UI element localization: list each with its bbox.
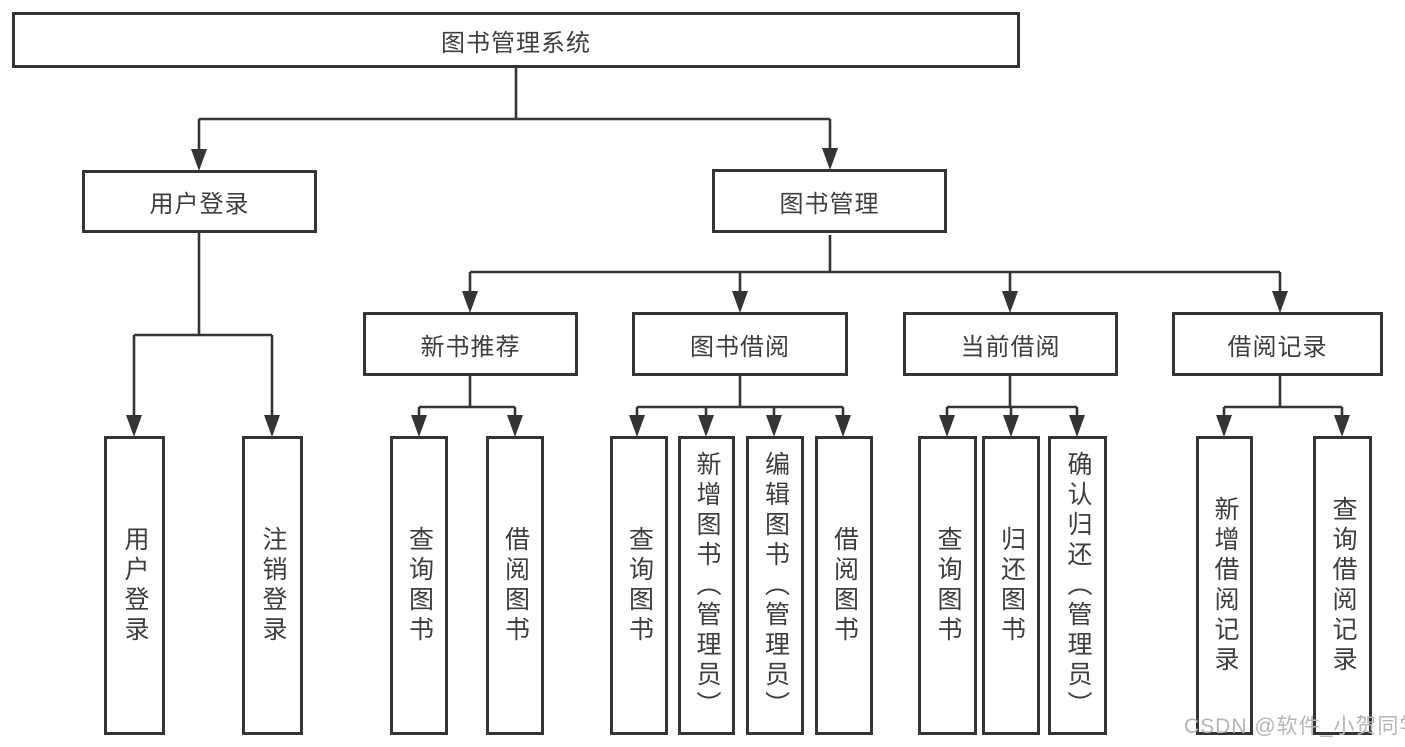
node-current-borrowing: 当前借阅 (903, 312, 1118, 376)
node-label: 当前借阅 (960, 333, 1061, 361)
leaf-add-borrow-record: 新增借阅记录 (1196, 436, 1253, 735)
node-label: 图书借阅 (690, 333, 790, 361)
node-label: 借阅图书 (830, 525, 859, 646)
leaf-return-books: 归还图书 (982, 436, 1040, 735)
node-label: 借阅图书 (501, 525, 530, 646)
leaf-add-books-admin: 新增图书（管理员） (678, 436, 735, 735)
leaf-user-login: 用户登录 (104, 436, 165, 735)
leaf-edit-books-admin: 编辑图书（管理员） (746, 436, 804, 735)
node-library-management-system: 图书管理系统 (12, 12, 1020, 68)
leaf-borrow-books-recommend: 借阅图书 (486, 436, 544, 735)
node-label: 用户登录 (121, 525, 149, 646)
connector-stems (132, 68, 1344, 418)
node-new-book-recommend: 新书推荐 (363, 312, 578, 376)
leaf-query-books-borrowing: 查询图书 (610, 436, 668, 735)
node-label: 归还图书 (997, 525, 1026, 646)
leaf-query-books-current: 查询图书 (918, 436, 977, 735)
node-label: 用户登录 (149, 191, 250, 218)
node-label: 查询图书 (405, 525, 434, 646)
node-label: 查询图书 (934, 525, 962, 646)
node-label: 新增图书（管理员） (693, 450, 721, 721)
arrowheads (126, 148, 1350, 437)
leaf-query-books-recommend: 查询图书 (390, 436, 448, 735)
node-book-borrowing: 图书借阅 (632, 312, 848, 376)
node-label: 查询图书 (625, 525, 654, 646)
node-user-login: 用户登录 (82, 170, 317, 233)
node-label: 借阅记录 (1227, 333, 1328, 361)
node-label: 查询借阅记录 (1329, 495, 1357, 676)
node-label: 编辑图书（管理员） (761, 450, 790, 721)
node-borrowing-records: 借阅记录 (1172, 312, 1383, 376)
leaf-confirm-return-admin: 确认归还（管理员） (1048, 436, 1107, 735)
node-label: 图书管理 (779, 190, 880, 218)
node-label: 图书管理系统 (441, 29, 591, 57)
node-label: 确认归还（管理员） (1064, 450, 1092, 721)
leaf-borrow-books-borrowing: 借阅图书 (815, 436, 873, 735)
node-label: 新书推荐 (420, 333, 521, 361)
leaf-query-borrow-record: 查询借阅记录 (1313, 436, 1372, 735)
node-book-management: 图书管理 (712, 169, 947, 233)
csdn-watermark: CSDN @软件_小贺同学 (1184, 715, 1405, 738)
node-label: 新增借阅记录 (1211, 495, 1239, 676)
leaf-logout: 注销登录 (242, 436, 303, 735)
node-label: 注销登录 (259, 525, 287, 646)
